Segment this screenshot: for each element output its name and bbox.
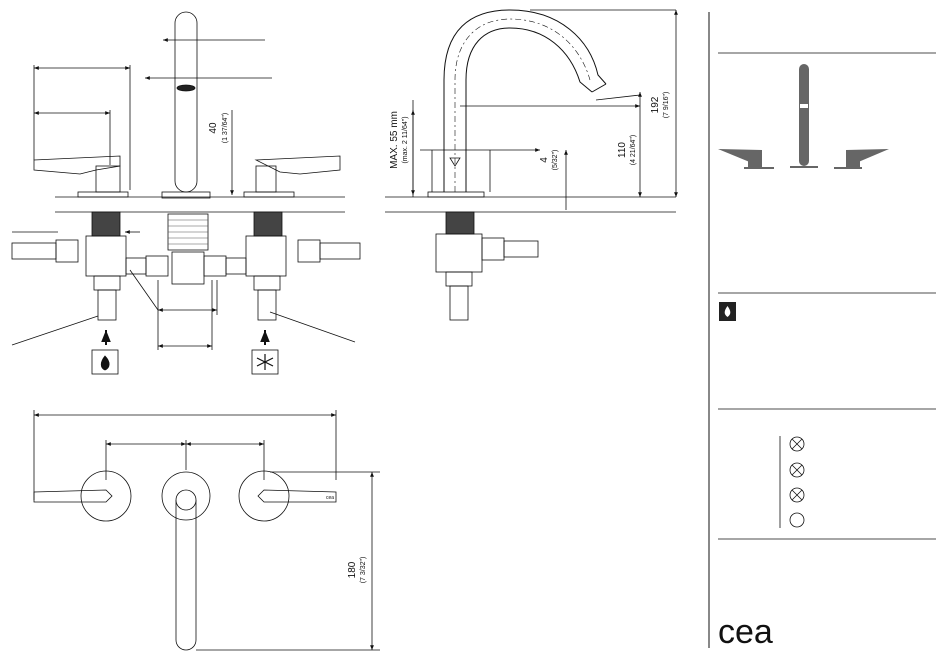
top-view	[34, 410, 380, 650]
left-link-hose	[126, 258, 146, 274]
right-valve-body	[246, 236, 286, 276]
left-inlet	[98, 290, 116, 320]
dim-40-inch-label: (1 37/64")	[222, 113, 229, 144]
left-handle-lever	[34, 490, 112, 502]
brand-logo: cea	[718, 613, 773, 651]
center-tee	[172, 252, 204, 284]
dim-4-inch-label: (5/32")	[552, 150, 559, 171]
aerator-mark	[177, 85, 195, 91]
left-escutcheon	[78, 192, 128, 197]
dim-max-label: MAX. 55 mm	[389, 111, 400, 169]
front-view	[12, 12, 360, 374]
left-outer-hose	[12, 243, 56, 259]
right-handle-lever	[258, 490, 336, 502]
dim-110-inch-label: (4 21/64")	[630, 135, 637, 166]
spout-top	[176, 500, 196, 650]
right-link-nut	[204, 256, 226, 276]
left-lever-body	[96, 166, 120, 192]
right-inlet	[258, 290, 276, 320]
right-shank	[254, 212, 282, 236]
left-shank	[92, 212, 120, 236]
side-hose	[504, 241, 538, 257]
left-lever	[34, 156, 120, 174]
dim-110-label: 110	[617, 142, 628, 158]
right-lower-nut	[254, 276, 280, 290]
side-connector	[482, 238, 504, 260]
side-escutcheon	[428, 192, 484, 197]
side-inlet	[450, 286, 468, 320]
flow-empty-icon	[790, 513, 804, 527]
sidebar	[709, 12, 936, 648]
dim-180-label: 180	[347, 561, 358, 578]
spout-column	[175, 12, 197, 192]
dim-40-label: 40	[208, 122, 219, 134]
right-lever	[256, 156, 340, 174]
right-escutcheon	[244, 192, 294, 197]
left-link-nut	[146, 256, 168, 276]
left-lower-nut	[94, 276, 120, 290]
left-valve-body	[86, 236, 126, 276]
side-shank	[446, 212, 474, 234]
right-link-hose	[226, 258, 246, 274]
gooseneck-inner	[466, 28, 592, 192]
spout-label: cea	[326, 495, 334, 501]
right-outer-hose	[320, 243, 360, 259]
right-lever-body	[256, 166, 276, 192]
dim-192-inch-label: (7 9/16")	[663, 92, 670, 119]
dim-max-inch-label: (max. 2 11/64")	[402, 116, 409, 163]
dim-180-inch-label: (7 3/32")	[360, 557, 367, 584]
product-thumbnail	[718, 64, 889, 169]
side-valve-body	[436, 234, 482, 272]
dim-192-label: 192	[650, 96, 661, 113]
left-outer-connector	[56, 240, 78, 262]
side-lower-nut	[446, 272, 472, 286]
dim-4-label: 4	[539, 157, 550, 163]
right-outer-connector	[298, 240, 320, 262]
